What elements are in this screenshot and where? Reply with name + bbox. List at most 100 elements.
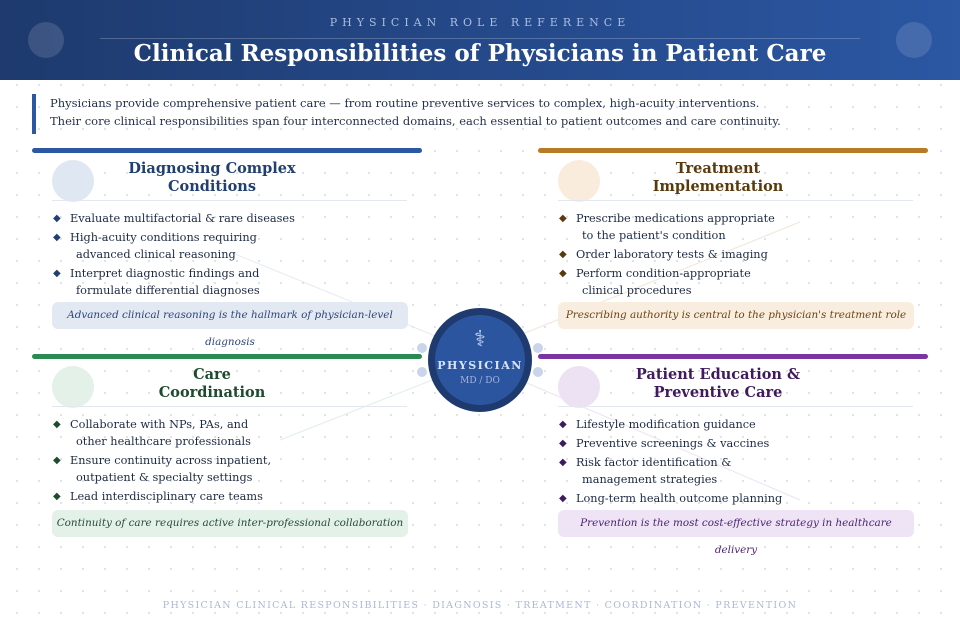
bullet-text-cont: advanced clinical reasoning <box>76 248 236 261</box>
hub-subtitle: MD / DO <box>460 376 500 386</box>
card-title: Treatment Implementation <box>558 160 878 196</box>
diamond-icon: ◆ <box>559 457 567 468</box>
hub-connector-dot <box>417 343 427 353</box>
bullet-item: ◆ Evaluate multifactorial & rare diseases <box>52 210 382 227</box>
bullet-text: Risk factor identification & <box>576 456 732 469</box>
diamond-icon: ◆ <box>559 438 567 449</box>
bullet-text: Prescribe medications appropriate <box>576 212 775 225</box>
card-title-line-1: Diagnosing Complex <box>128 160 296 177</box>
header-banner: PHYSICIAN ROLE REFERENCE Clinical Respon… <box>0 0 960 80</box>
card-accent-bar <box>538 148 928 153</box>
card-divider <box>52 406 407 407</box>
domain-icon-circle <box>558 160 600 202</box>
bullet-item: ◆ Preventive screenings & vaccines <box>558 435 888 452</box>
card-title-line-1: Patient Education & <box>635 366 801 383</box>
bullet-text: Lead interdisciplinary care teams <box>70 490 263 503</box>
hub-inner: ⚕ PHYSICIAN MD / DO <box>435 315 525 405</box>
decorative-orb-right <box>896 22 932 58</box>
domain-card-coordination: Care Coordination ◆ Collaborate with NPs,… <box>32 354 422 540</box>
intro-line-1: Physicians provide comprehensive patient… <box>50 96 760 110</box>
diamond-icon: ◆ <box>53 213 61 224</box>
card-title-line-2: Coordination <box>158 384 266 401</box>
hub-connector-dot <box>533 367 543 377</box>
header-kicker: PHYSICIAN ROLE REFERENCE <box>329 16 631 29</box>
bullet-list: ◆ Lifestyle modification guidance ◆ Preven… <box>558 416 888 509</box>
diamond-icon: ◆ <box>53 455 61 466</box>
card-title-line-1: Care <box>193 366 231 383</box>
bullet-list: ◆ Collaborate with NPs, PAs, and other hea… <box>52 416 382 507</box>
card-note: Continuity of care requires active inter… <box>52 510 408 537</box>
bullet-item: ◆ Long-term health outcome planning <box>558 490 888 507</box>
domain-icon-circle <box>558 366 600 408</box>
bullet-text: Ensure continuity across inpatient, <box>70 454 272 467</box>
card-title: Care Coordination <box>52 366 372 402</box>
diamond-icon: ◆ <box>53 491 61 502</box>
diamond-icon: ◆ <box>559 249 567 260</box>
card-title: Patient Education & Preventive Care <box>558 366 878 402</box>
physician-hub: ⚕ PHYSICIAN MD / DO <box>428 308 532 412</box>
card-accent-bar <box>538 354 928 359</box>
hub-connector-dot <box>417 367 427 377</box>
bullet-item: ◆ Risk factor identification & management … <box>558 454 888 488</box>
hub-connector-dot <box>533 343 543 353</box>
card-divider <box>52 200 407 201</box>
bullet-item: ◆ High-acuity conditions requiring advance… <box>52 229 382 263</box>
card-note: Prevention is the most cost-effective st… <box>558 510 914 556</box>
bullet-text: Order laboratory tests & imaging <box>576 248 768 261</box>
bullet-text: Perform condition-appropriate <box>576 267 751 280</box>
diamond-icon: ◆ <box>559 268 567 279</box>
card-title-line-2: Implementation <box>652 178 784 195</box>
card-title: Diagnosing Complex Conditions <box>52 160 372 196</box>
bullet-text: Interpret diagnostic findings and <box>70 267 260 280</box>
bullet-text-cont: to the patient's condition <box>582 229 726 242</box>
diamond-icon: ◆ <box>53 268 61 279</box>
bullet-text-cont: other healthcare professionals <box>76 435 251 448</box>
card-accent-bar <box>32 148 422 153</box>
bullet-text-cont: formulate differential diagnoses <box>76 284 260 297</box>
bullet-text: High-acuity conditions requiring <box>70 231 257 244</box>
bullet-item: ◆ Order laboratory tests & imaging <box>558 246 888 263</box>
bullet-text-cont: outpatient & specialty settings <box>76 471 253 484</box>
bullet-item: ◆ Collaborate with NPs, PAs, and other hea… <box>52 416 382 450</box>
bullet-text-cont: clinical procedures <box>582 284 692 297</box>
page-title: Clinical Responsibilities of Physicians … <box>133 40 827 67</box>
intro-line-2: Their core clinical responsibilities spa… <box>50 114 781 128</box>
card-accent-bar <box>32 354 422 359</box>
domain-icon-circle <box>52 366 94 408</box>
diamond-icon: ◆ <box>53 232 61 243</box>
footer-text: PHYSICIAN CLINICAL RESPONSIBILITIES · DI… <box>162 600 798 611</box>
card-note: Advanced clinical reasoning is the hallm… <box>52 302 408 348</box>
bullet-list: ◆ Prescribe medications appropriate to the… <box>558 210 888 301</box>
hub-title: PHYSICIAN <box>437 359 523 372</box>
card-title-line-2: Preventive Care <box>653 384 783 401</box>
card-note: Prescribing authority is central to the … <box>558 302 914 329</box>
bullet-text: Lifestyle modification guidance <box>576 418 756 431</box>
card-divider <box>558 200 913 201</box>
diamond-icon: ◆ <box>53 419 61 430</box>
bullet-item: ◆ Ensure continuity across inpatient, outp… <box>52 452 382 486</box>
bullet-item: ◆ Perform condition-appropriate clinical p… <box>558 265 888 299</box>
bullet-text: Preventive screenings & vaccines <box>576 437 770 450</box>
card-title-line-1: Treatment <box>675 160 761 177</box>
caduceus-icon: ⚕ <box>474 327 486 352</box>
bullet-text: Long-term health outcome planning <box>576 492 783 505</box>
intro-text: Physicians provide comprehensive patient… <box>32 94 932 134</box>
bullet-item: ◆ Lifestyle modification guidance <box>558 416 888 433</box>
bullet-text: Evaluate multifactorial & rare diseases <box>70 212 295 225</box>
card-divider <box>558 406 913 407</box>
bullet-text-cont: management strategies <box>582 473 718 486</box>
decorative-orb-left <box>28 22 64 58</box>
domain-card-education: Patient Education & Preventive Care ◆ Lif… <box>538 354 928 556</box>
diamond-icon: ◆ <box>559 493 567 504</box>
bullet-item: ◆ Lead interdisciplinary care teams <box>52 488 382 505</box>
bullet-item: ◆ Interpret diagnostic findings and formul… <box>52 265 382 299</box>
card-title-line-2: Conditions <box>168 178 256 195</box>
domain-card-diagnosing: Diagnosing Complex Conditions ◆ Evaluate … <box>32 148 422 348</box>
bullet-list: ◆ Evaluate multifactorial & rare diseases… <box>52 210 382 301</box>
header-rule <box>100 38 860 39</box>
domain-card-treatment: Treatment Implementation ◆ Prescribe medi… <box>538 148 928 334</box>
diamond-icon: ◆ <box>559 213 567 224</box>
diamond-icon: ◆ <box>559 419 567 430</box>
bullet-item: ◆ Prescribe medications appropriate to the… <box>558 210 888 244</box>
bullet-text: Collaborate with NPs, PAs, and <box>70 418 249 431</box>
